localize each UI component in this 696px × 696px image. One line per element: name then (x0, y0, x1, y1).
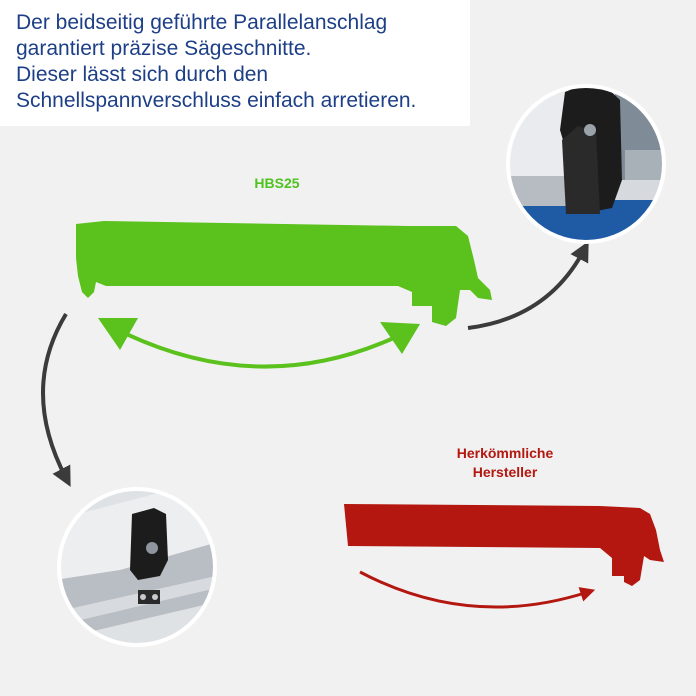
headline-line-2: garantiert präzise Sägeschnitte. (16, 37, 312, 60)
headline-line-3: Dieser lässt sich durch den (16, 63, 269, 86)
conventional-pivot-arrow (359, 570, 596, 609)
detail-photo-clamp-closed (506, 84, 666, 244)
conventional-fence-profile (344, 504, 664, 586)
hbs25-arrowhead-left (98, 318, 138, 350)
hbs25-fence-profile (76, 221, 492, 326)
headline-text: Der beidseitig geführte Parallelanschlag… (16, 10, 416, 114)
headline-line-1: Der beidseitig geführte Parallelanschlag (16, 11, 388, 34)
hbs25-arrowhead-right (380, 322, 420, 354)
hbs25-label-text: HBS25 (254, 175, 300, 191)
hbs25-label: HBS25 (232, 174, 322, 193)
hbs25-pivot-arrow (117, 328, 399, 369)
headline-box: Der beidseitig geführte Parallelanschlag… (0, 0, 470, 126)
detail-photo-clamp-open (57, 487, 217, 647)
conventional-label: Herkömmliche Hersteller (420, 444, 590, 482)
headline-line-4: Schnellspannverschluss einfach arretiere… (16, 89, 417, 112)
conventional-label-line-2: Hersteller (472, 464, 538, 480)
conventional-label-line-1: Herkömmliche (456, 445, 554, 461)
connector-arrow-right (467, 241, 589, 330)
connector-arrow-left (41, 312, 71, 487)
